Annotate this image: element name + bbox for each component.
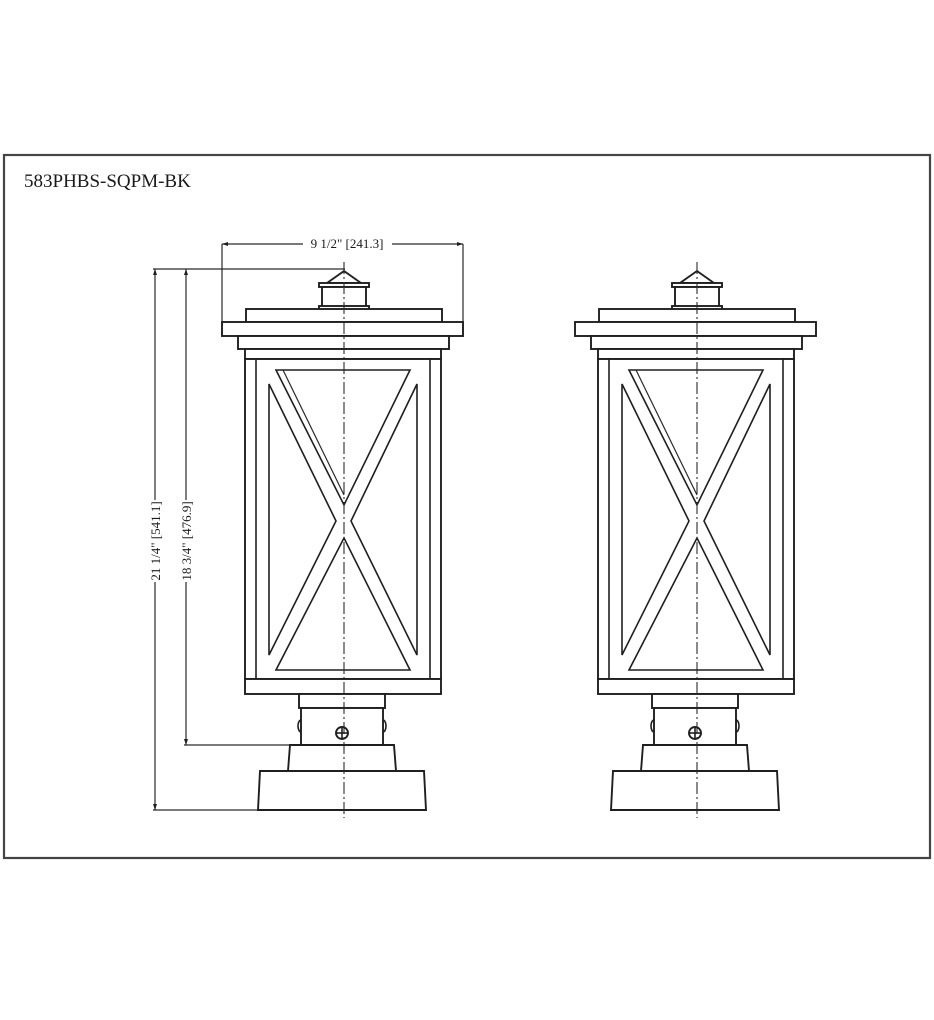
lantern-side-view [574, 261, 817, 819]
lantern-front-view [221, 261, 464, 819]
mount-height-label: 18 3/4" [476.9] [179, 501, 194, 580]
model-number-label: 583PHBS-SQPM-BK [24, 171, 191, 192]
width-dimension: 9 1/2" [241.3] [221, 236, 464, 334]
width-dimension-label: 9 1/2" [241.3] [311, 236, 384, 251]
overall-height-label: 21 1/4" [541.1] [148, 501, 163, 580]
overall-height-dimension: 21 1/4" [541.1] [148, 268, 345, 811]
mount-height-dimension: 18 3/4" [476.9] [179, 269, 292, 746]
drawing-border [2, 153, 932, 860]
